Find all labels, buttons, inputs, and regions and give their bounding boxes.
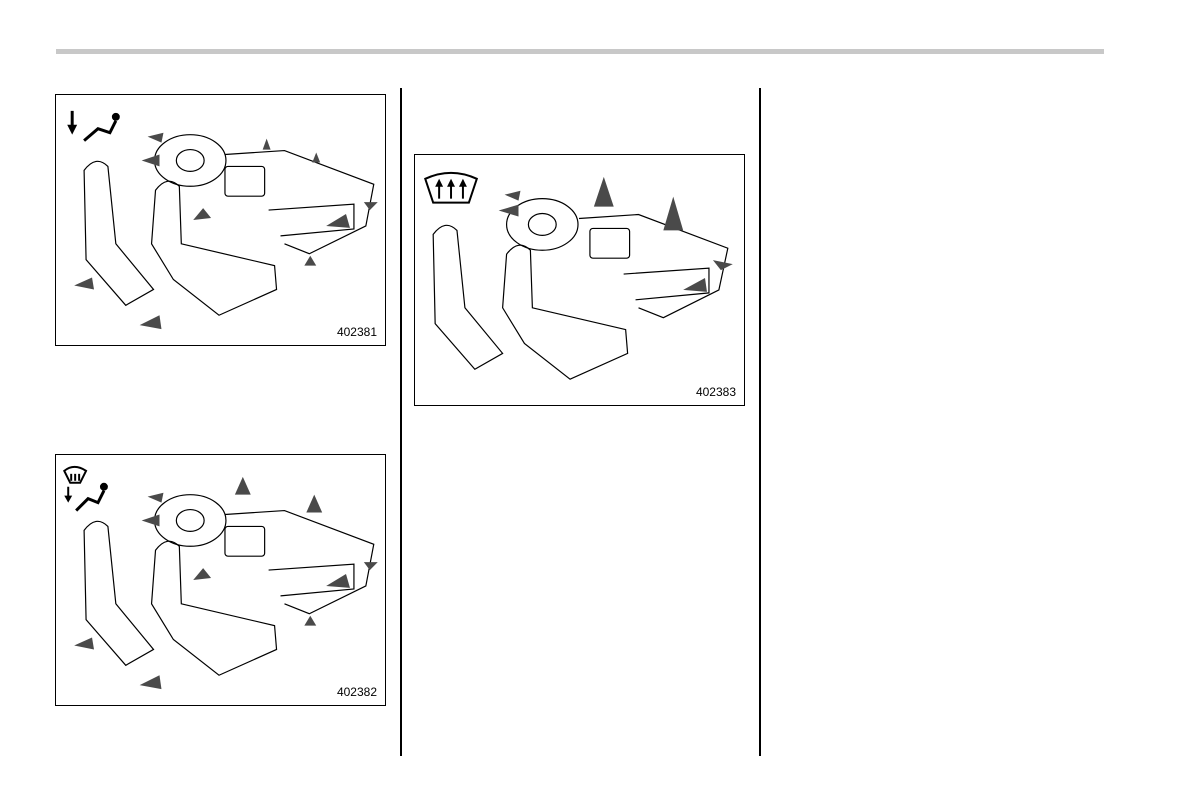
column-divider-left xyxy=(400,88,402,756)
airflow-illustration xyxy=(56,455,385,705)
vent-face-feet-mode-icon xyxy=(67,111,120,141)
defrost-feet-mode-icon xyxy=(64,467,108,511)
airflow-illustration xyxy=(56,95,385,345)
figure-code: 402381 xyxy=(337,325,377,339)
figure-402383: 402383 xyxy=(414,154,745,406)
airflow-illustration xyxy=(415,155,744,405)
figure-402381: 402381 xyxy=(55,94,386,346)
windshield-defrost-mode-icon xyxy=(425,173,477,203)
figure-code: 402382 xyxy=(337,685,377,699)
header-rule xyxy=(56,49,1104,54)
figure-402382: 402382 xyxy=(55,454,386,706)
column-divider-right xyxy=(759,88,761,756)
figure-code: 402383 xyxy=(696,385,736,399)
